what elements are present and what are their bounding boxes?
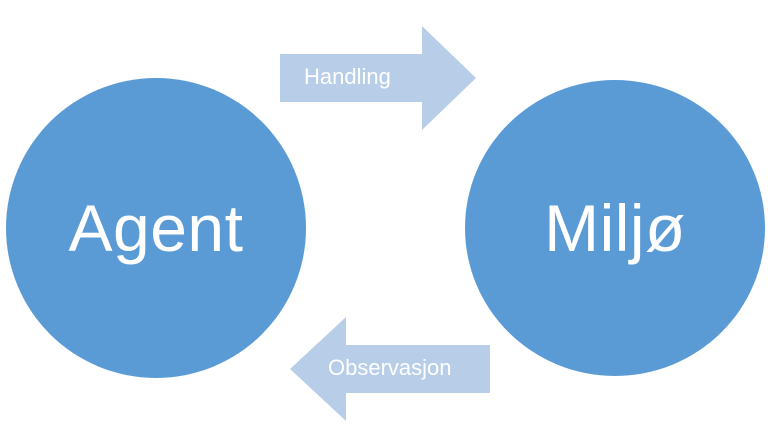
agent-node: Agent [6,78,306,378]
environment-node: Miljø [465,80,765,376]
action-label: Handling [304,64,391,89]
environment-label: Miljø [544,191,686,265]
left-arrow-icon [290,317,490,421]
observation-arrow: Observasjon [290,317,490,421]
right-arrow-icon [280,26,476,130]
action-arrow: Handling [280,26,476,130]
agent-label: Agent [68,191,244,265]
observation-label: Observasjon [328,355,452,380]
